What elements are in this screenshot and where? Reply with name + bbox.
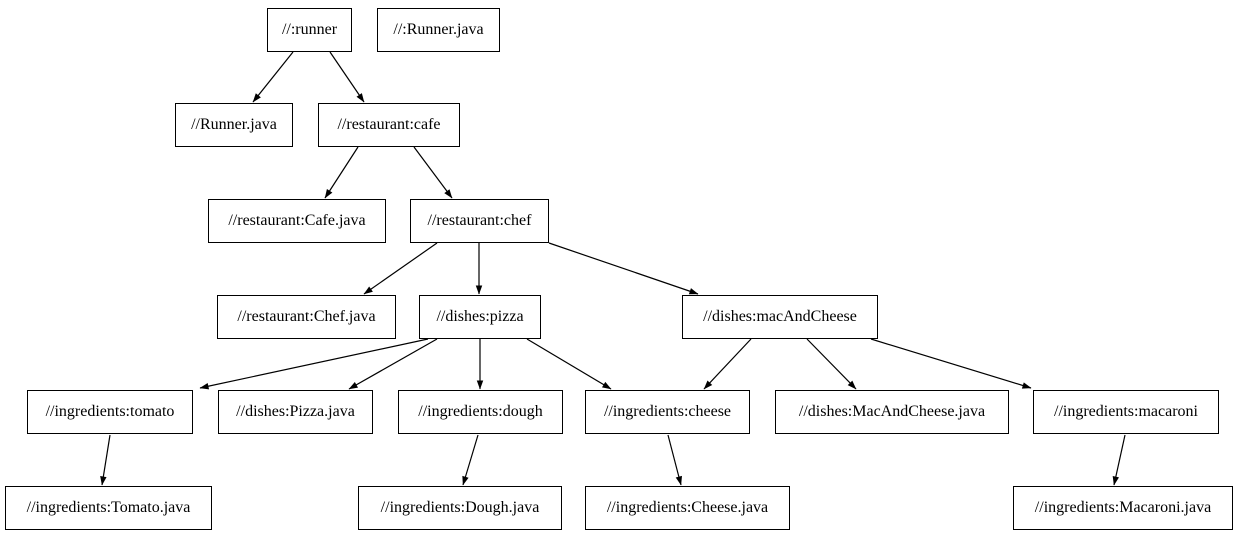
edge-mac-and-cheese-to-cheese: [703, 338, 752, 390]
edge-pizza-to-pizza-java: [348, 338, 438, 390]
node-macaroni-java: //ingredients:Macaroni.java: [1013, 486, 1233, 530]
node-runner: //:runner: [267, 8, 352, 52]
node-chef: //restaurant:chef: [410, 199, 549, 243]
edge-runner-to-cafe: [329, 51, 365, 103]
node-mac-and-cheese-java: //dishes:MacAndCheese.java: [775, 390, 1009, 434]
edge-mac-and-cheese-to-macaroni: [870, 338, 1032, 389]
node-cafe-java: //restaurant:Cafe.java: [208, 199, 386, 243]
node-pizza: //dishes:pizza: [419, 295, 541, 339]
node-dough-java: //ingredients:Dough.java: [358, 486, 562, 530]
edge-dough-to-dough-java: [462, 434, 479, 486]
edge-runner-to-runner-java: [252, 51, 294, 103]
edge-chef-to-chef-java: [363, 242, 438, 295]
edge-cafe-to-chef: [413, 146, 453, 199]
edge-mac-and-cheese-to-mac-and-cheese-java: [806, 338, 857, 390]
node-chef-java: //restaurant:Chef.java: [217, 295, 396, 339]
edge-macaroni-to-macaroni-java: [1112, 434, 1126, 486]
node-runner-java: //Runner.java: [175, 103, 293, 147]
node-cheese: //ingredients:cheese: [585, 390, 750, 434]
node-tomato: //ingredients:tomato: [27, 390, 193, 434]
node-cafe: //restaurant:cafe: [318, 103, 460, 147]
edge-cafe-to-cafe-java: [324, 146, 359, 199]
node-runner-java-root: //:Runner.java: [377, 8, 500, 52]
node-pizza-java: //dishes:Pizza.java: [218, 390, 373, 434]
node-mac-and-cheese: //dishes:macAndCheese: [682, 295, 878, 339]
edge-pizza-to-tomato: [199, 338, 429, 390]
edge-tomato-to-tomato-java: [100, 434, 111, 486]
node-tomato-java: //ingredients:Tomato.java: [5, 486, 212, 530]
node-cheese-java: //ingredients:Cheese.java: [585, 486, 790, 530]
edge-pizza-to-cheese: [526, 338, 612, 390]
node-dough: //ingredients:dough: [398, 390, 563, 434]
edge-chef-to-mac-and-cheese: [548, 242, 699, 295]
node-macaroni: //ingredients:macaroni: [1033, 390, 1219, 434]
edge-cheese-to-cheese-java: [667, 434, 682, 486]
